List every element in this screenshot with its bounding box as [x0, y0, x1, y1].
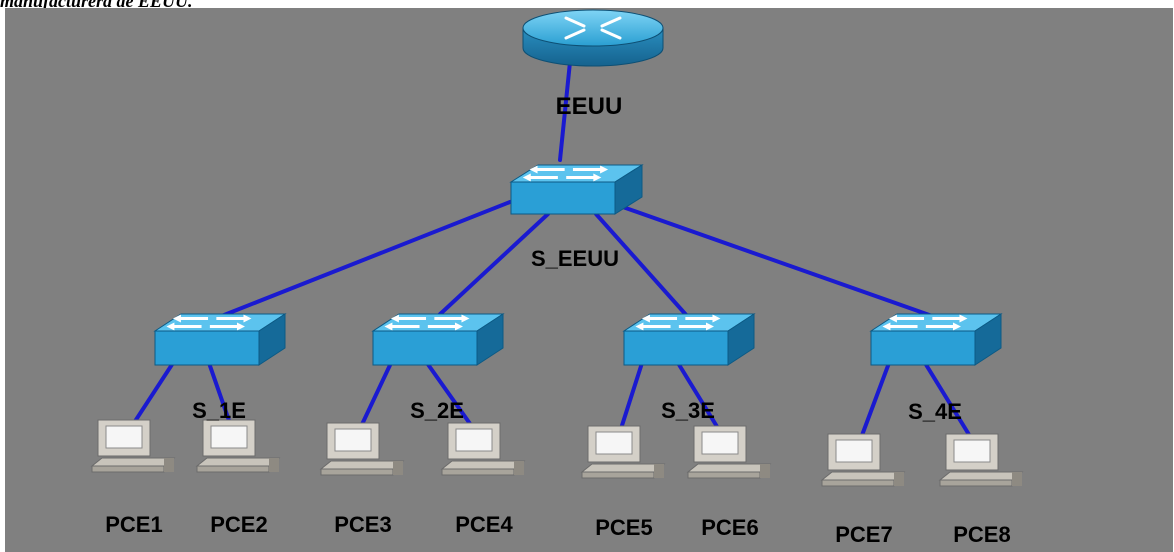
- pc-label-pce4: PCE4: [455, 512, 513, 537]
- pc-label-pce5: PCE5: [595, 515, 652, 540]
- pc-label-pce1: PCE1: [105, 512, 162, 537]
- switch-label-s_4e: S_4E: [908, 399, 962, 424]
- switch-icon-s_2e[interactable]: [371, 313, 505, 366]
- labels-layer: EEUU S_EEUU S_1E PCE1 PCE2 S_2E PCE3 PCE4 S_3E PC…: [105, 93, 1010, 547]
- switch-label-s_1e: S_1E: [192, 398, 246, 423]
- link-s_4e-pce8: [923, 361, 978, 448]
- pc-icon-pce3[interactable]: [319, 422, 405, 476]
- pc-label-pce6: PCE6: [701, 515, 758, 540]
- pc-label-pce7: PCE7: [835, 522, 892, 547]
- switch-icon-s_1e[interactable]: [153, 313, 287, 366]
- pc-label-pce2: PCE2: [210, 512, 267, 537]
- pc-icon-pce4[interactable]: [440, 422, 526, 476]
- switch-label-s_3e: S_3E: [661, 398, 715, 423]
- pc-icon-pce5[interactable]: [580, 425, 666, 479]
- pc-label-pce8: PCE8: [953, 522, 1010, 547]
- core-switch-icon[interactable]: [509, 164, 644, 215]
- switch-icon-s_4e[interactable]: [869, 313, 1003, 366]
- caption-text: manufacturera de EEUU.: [0, 0, 193, 11]
- switch-icon-s_3e[interactable]: [622, 313, 756, 366]
- core-switch-label: S_EEUU: [531, 246, 619, 271]
- devices-layer: [90, 9, 1024, 487]
- link-core-s_3e: [594, 212, 690, 319]
- link-core-s_4e: [618, 204, 937, 319]
- link-s_4e-pce7: [856, 361, 891, 448]
- router-icon[interactable]: [522, 9, 664, 67]
- link-core-s_2e: [435, 212, 550, 319]
- pc-icon-pce8[interactable]: [938, 433, 1024, 487]
- pc-icon-pce7[interactable]: [820, 433, 906, 487]
- link-router-core: [558, 60, 572, 162]
- pc-icon-pce1[interactable]: [90, 419, 176, 473]
- switch-label-s_2e: S_2E: [410, 398, 464, 423]
- pc-icon-pce2[interactable]: [195, 419, 281, 473]
- pc-label-pce3: PCE3: [334, 512, 391, 537]
- router-label: EEUU: [556, 93, 623, 120]
- pc-icon-pce6[interactable]: [686, 425, 772, 479]
- link-core-s_1e: [217, 200, 512, 319]
